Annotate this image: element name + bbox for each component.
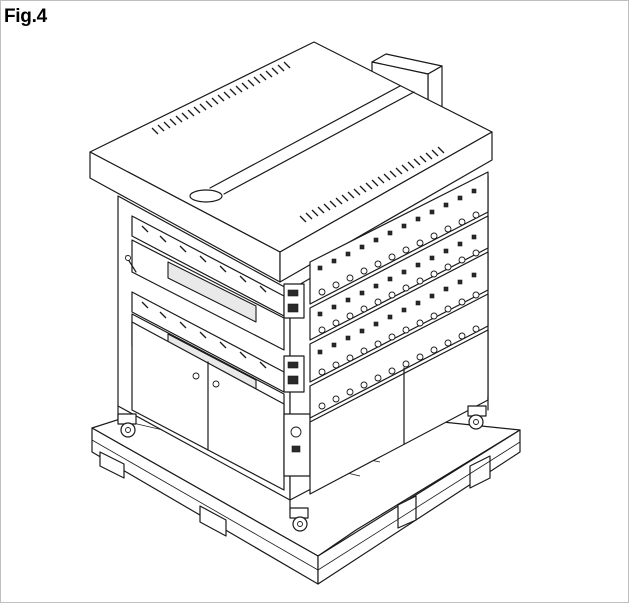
oven-canopy xyxy=(89,41,493,283)
right-face-decks xyxy=(309,171,489,495)
caster-back-right-icon xyxy=(467,405,487,430)
control-panels xyxy=(283,283,305,393)
lower-switch-icon xyxy=(287,375,299,385)
top-vents-left xyxy=(151,61,291,135)
main-switch-icon xyxy=(290,426,302,438)
top-light-icon xyxy=(189,189,223,203)
casters xyxy=(117,405,487,532)
upper-window xyxy=(167,261,257,323)
cabinet-knob-right-icon xyxy=(212,380,220,388)
caster-front-left-icon xyxy=(117,413,137,438)
lower-display-icon xyxy=(287,361,299,369)
upper-switch-icon xyxy=(287,303,299,313)
caster-front-right-icon xyxy=(289,507,309,532)
top-vents-right xyxy=(299,146,445,223)
cabinet-knob-left-icon xyxy=(192,372,200,380)
main-indicator-icon xyxy=(291,445,301,453)
upper-display-icon xyxy=(287,289,299,297)
oven-body xyxy=(117,171,489,511)
figure-label: Fig.4 xyxy=(4,6,47,27)
upper-deck xyxy=(125,215,285,351)
